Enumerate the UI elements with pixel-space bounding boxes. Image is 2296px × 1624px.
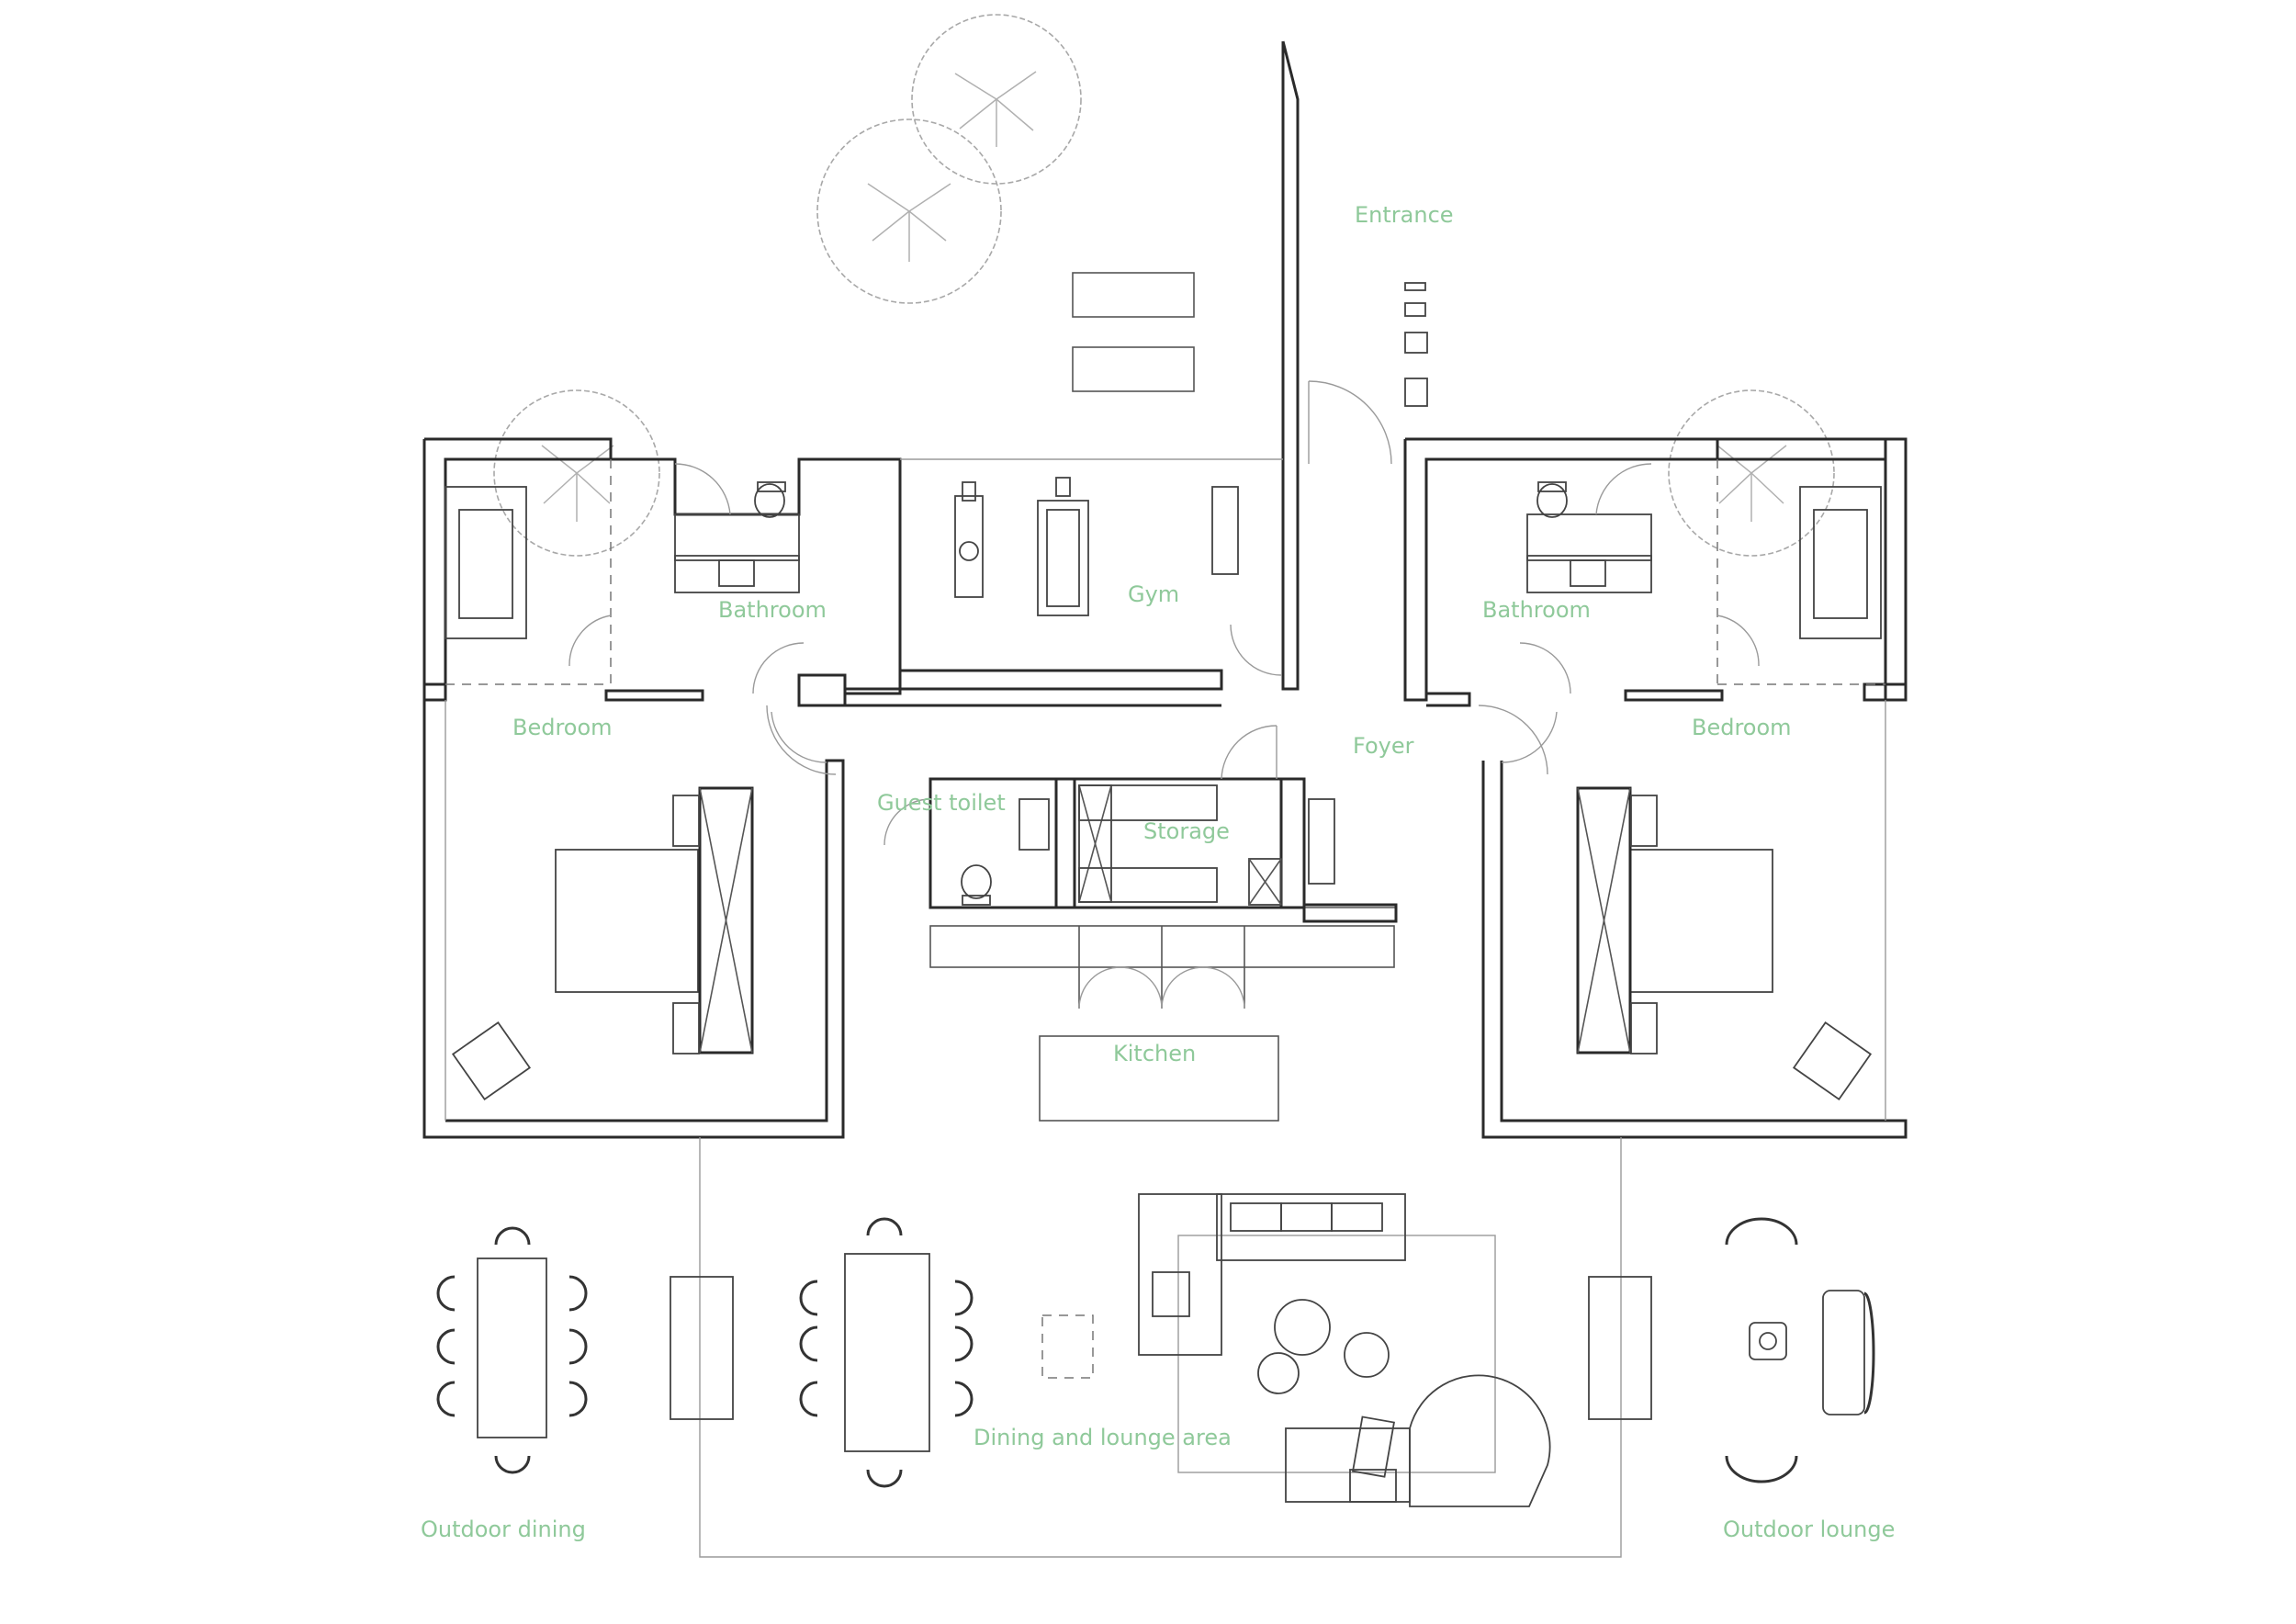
living-area-outline (699, 1137, 1622, 1558)
label-dining-lounge: Dining and lounge area (974, 1425, 1232, 1450)
sideboards (670, 1276, 1652, 1420)
tree-top-2 (816, 118, 1002, 304)
outdoor-dining-table (436, 1226, 588, 1474)
label-guest-toilet: Guest toilet (877, 790, 1006, 816)
kitchen-counter (929, 925, 1395, 1122)
left-bath-fixtures (445, 459, 800, 685)
label-outdoor-lounge: Outdoor lounge (1723, 1517, 1895, 1542)
label-outdoor-dining: Outdoor dining (421, 1517, 586, 1542)
tree-right (1668, 389, 1835, 557)
left-bath-doors (568, 463, 827, 763)
tree-left (493, 389, 660, 557)
label-bedroom-left: Bedroom (512, 715, 613, 740)
dining-table-indoor (799, 1217, 1094, 1488)
outdoor-lounge-set (1725, 1217, 1875, 1483)
right-wing-walls (1403, 437, 1908, 1139)
label-storage: Storage (1143, 818, 1230, 844)
label-gym: Gym (1128, 581, 1179, 607)
label-foyer: Foyer (1353, 733, 1414, 759)
label-entrance: Entrance (1355, 202, 1454, 228)
left-bedroom-furniture (451, 786, 754, 1101)
storage-shelves (1078, 725, 1335, 906)
entrance-wall (1281, 40, 1300, 691)
entrance-door (1308, 380, 1392, 465)
guest-toilet-fixtures (884, 798, 1050, 906)
right-bath-doors (1501, 463, 1760, 763)
label-kitchen: Kitchen (1113, 1041, 1196, 1066)
right-bath-fixtures (1526, 459, 1885, 685)
foyer-door (766, 705, 1548, 775)
tree-top-1 (911, 14, 1082, 185)
label-bathroom-left: Bathroom (718, 597, 827, 623)
gym-equipment (900, 458, 1283, 676)
stepping-stones (1404, 282, 1428, 407)
label-bathroom-right: Bathroom (1482, 597, 1591, 623)
label-bedroom-right: Bedroom (1692, 715, 1792, 740)
left-wing-walls (422, 437, 1223, 1139)
planter-boxes (1072, 272, 1195, 392)
lounge-sofas (1138, 1193, 1551, 1507)
right-bedroom-furniture (1576, 786, 1873, 1101)
